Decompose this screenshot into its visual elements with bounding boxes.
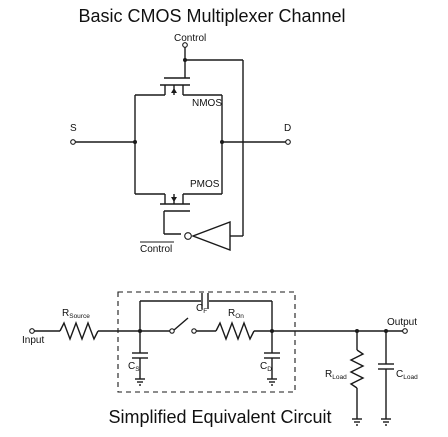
- c-load-label: CLoad: [396, 369, 418, 381]
- bottom-title: Simplified Equivalent Circuit: [108, 407, 331, 427]
- capacitor-icon: [132, 352, 148, 359]
- ground-icon: [135, 378, 145, 386]
- ground-icon: [352, 418, 362, 426]
- top-title: Basic CMOS Multiplexer Channel: [78, 6, 345, 26]
- junction-dot: [133, 140, 137, 144]
- nmos-label: NMOS: [192, 98, 222, 109]
- switch-icon: [169, 317, 197, 334]
- capacitor-icon: [264, 352, 280, 359]
- control-bar-label: Control: [140, 244, 172, 255]
- ground-icon: [267, 378, 277, 386]
- switch-model-box: [117, 291, 296, 393]
- r-on-label: ROn: [228, 308, 244, 320]
- capacitor-icon: [201, 293, 209, 309]
- resistor-icon: [215, 321, 255, 341]
- c-f-label: CF: [196, 303, 207, 315]
- input-terminal: [29, 328, 35, 334]
- s-label: S: [70, 123, 77, 134]
- r-source-label: RSource: [62, 308, 90, 320]
- s-terminal: [70, 139, 76, 145]
- resistor-icon: [59, 321, 99, 341]
- nmos-transistor-icon: [135, 77, 222, 96]
- capacitor-icon: [378, 363, 394, 370]
- c-s-label: CS: [128, 361, 140, 373]
- pmos-label: PMOS: [190, 179, 220, 190]
- r-load-label: RLoad: [325, 369, 347, 381]
- output-terminal: [402, 328, 408, 334]
- d-terminal: [285, 139, 291, 145]
- junction-dot: [183, 58, 187, 62]
- equivalent-circuit: Input RSource ROn CF: [22, 291, 418, 426]
- c-d-label: CD: [260, 361, 272, 373]
- control-label: Control: [174, 33, 206, 44]
- cmos-channel-circuit: Control NMOS S D: [70, 33, 291, 255]
- pmos-transistor-icon: [135, 193, 222, 212]
- output-label: Output: [387, 317, 417, 328]
- resistor-icon: [349, 349, 365, 389]
- junction-dot: [220, 140, 224, 144]
- ground-icon: [381, 418, 391, 426]
- d-label: D: [284, 123, 291, 134]
- inverter-icon: [184, 220, 231, 252]
- input-label: Input: [22, 335, 44, 346]
